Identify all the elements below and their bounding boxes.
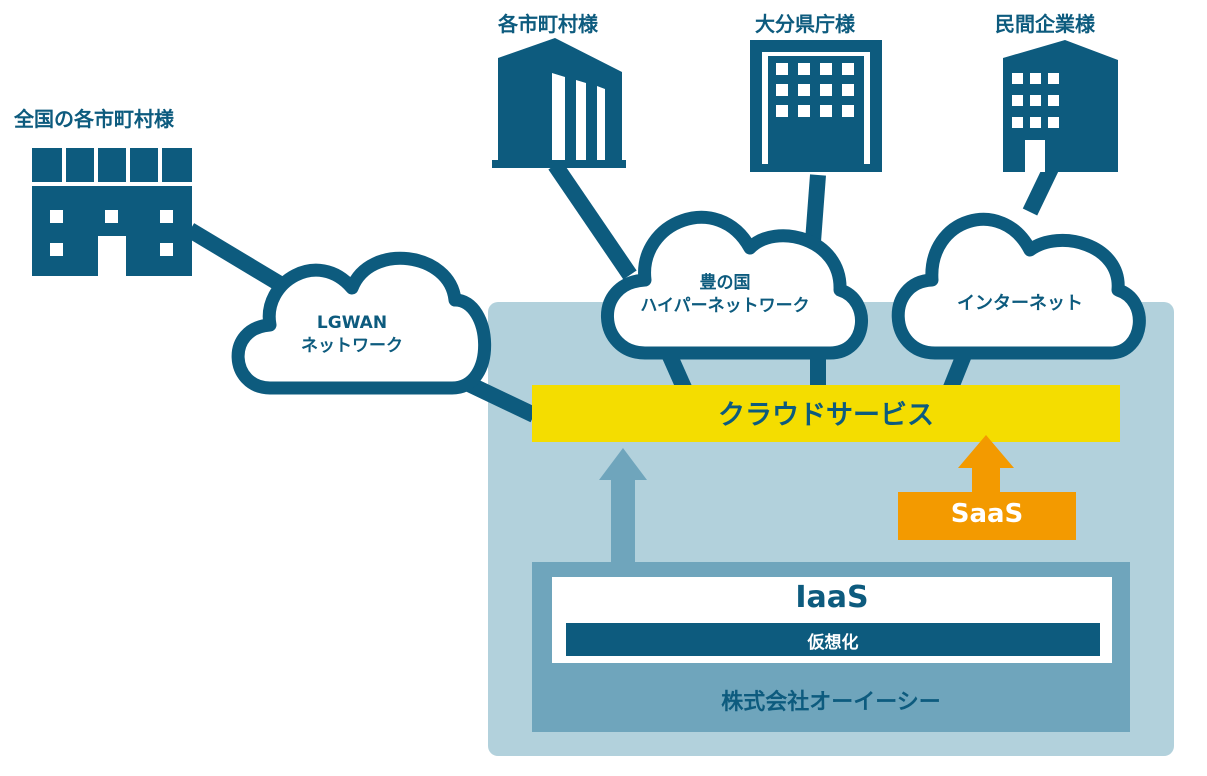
internet-cloud-icon (891, 212, 1146, 360)
virtualization-label: 仮想化 (807, 633, 859, 653)
internet-cloud-label: インターネット (915, 292, 1125, 316)
private-companies-label: 民間企業様 (995, 12, 1095, 36)
office-tower-icon (1003, 40, 1118, 172)
saas-label: SaaS (950, 499, 1024, 529)
company-label: 株式会社オーイーシー (721, 690, 941, 715)
lgwan-cloud-icon (231, 251, 492, 395)
line-nationwide-to-lgwan (185, 223, 295, 297)
lgwan-line1: LGWAN (316, 313, 388, 333)
lgwan-line2: ネットワーク (301, 335, 403, 356)
iaas-up-arrow-icon (599, 448, 647, 565)
office-building-icon (750, 40, 882, 172)
nationwide-municipalities-label: 全国の各市町村様 (14, 107, 174, 131)
oita-prefecture-label: 大分県庁様 (755, 12, 855, 36)
iaas-label: IaaS (795, 580, 869, 615)
line-municipalities-to-hyper (548, 160, 637, 280)
saas-up-arrow-icon (958, 435, 1014, 495)
lgwan-cloud-label: LGWAN ネットワーク (262, 312, 442, 358)
hyper-network-cloud-label: 豊の国 ハイパーネットワーク (610, 272, 840, 318)
hyper-line1: 豊の国 (699, 273, 751, 293)
hyper-line2: ハイパーネットワーク (640, 295, 810, 316)
hyper-network-cloud-icon (601, 211, 868, 360)
tall-building-icon (492, 38, 626, 168)
cloud-service-bar (532, 385, 1120, 442)
building-row-icon (32, 148, 192, 276)
internet-line1: インターネット (957, 293, 1083, 314)
saas-box (898, 492, 1076, 540)
cloud-service-label: クラウドサービス (718, 400, 934, 431)
municipalities-label: 各市町村様 (498, 12, 598, 36)
virtualization-bar (566, 623, 1100, 656)
